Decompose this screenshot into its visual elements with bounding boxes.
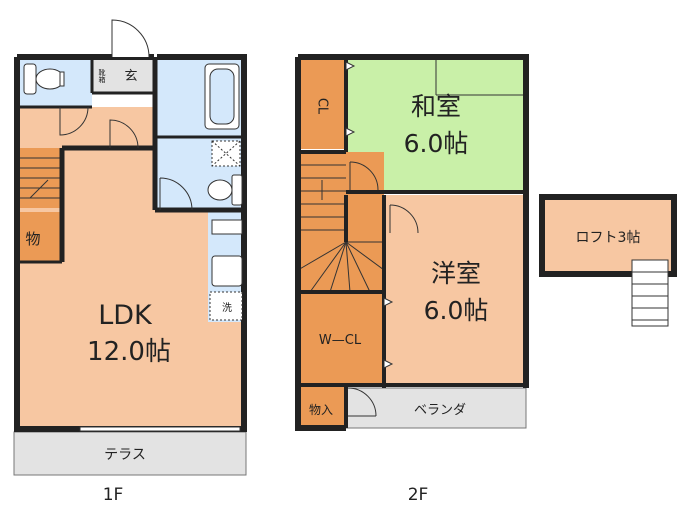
terrace	[13, 431, 247, 476]
closet-label: CL	[315, 98, 330, 115]
entrance	[112, 57, 154, 93]
balcony-label: ベランダ	[414, 403, 466, 418]
floor1-plan	[13, 19, 247, 476]
shoe-box-label: 靴箱	[98, 68, 106, 84]
wcl-label: W—CL	[319, 333, 362, 348]
shoe-box	[92, 57, 112, 93]
floor2-plan	[295, 54, 529, 431]
storage-2f-label: 物入	[309, 403, 333, 417]
storage-2f	[298, 385, 346, 428]
ldk-size: 12.0帖	[87, 337, 171, 367]
loft-label: ロフト3帖	[576, 230, 641, 246]
storage-1f	[17, 212, 62, 262]
floor1-caption: 1F	[103, 485, 124, 505]
entrance-label: 玄	[124, 69, 137, 84]
closet	[298, 57, 346, 149]
stairs-2f	[298, 152, 384, 292]
washitsu-size: 6.0帖	[404, 129, 469, 158]
washer-spot	[209, 291, 243, 321]
terrace-label: テラス	[104, 447, 146, 463]
youshitsu-room	[384, 195, 526, 385]
loft-ladder	[631, 259, 669, 327]
ldk-label: LDK	[98, 300, 153, 331]
storage-1f-label: 物	[25, 230, 40, 248]
loft-plan	[539, 194, 677, 327]
balcony	[345, 387, 527, 429]
floor2-caption: 2F	[408, 485, 429, 505]
walk-in-closet	[298, 292, 384, 385]
youshitsu-label: 洋室	[431, 259, 481, 288]
washer-mark: 洗	[222, 302, 232, 314]
youshitsu-size: 6.0帖	[424, 296, 489, 325]
washitsu-label: 和室	[411, 92, 461, 121]
